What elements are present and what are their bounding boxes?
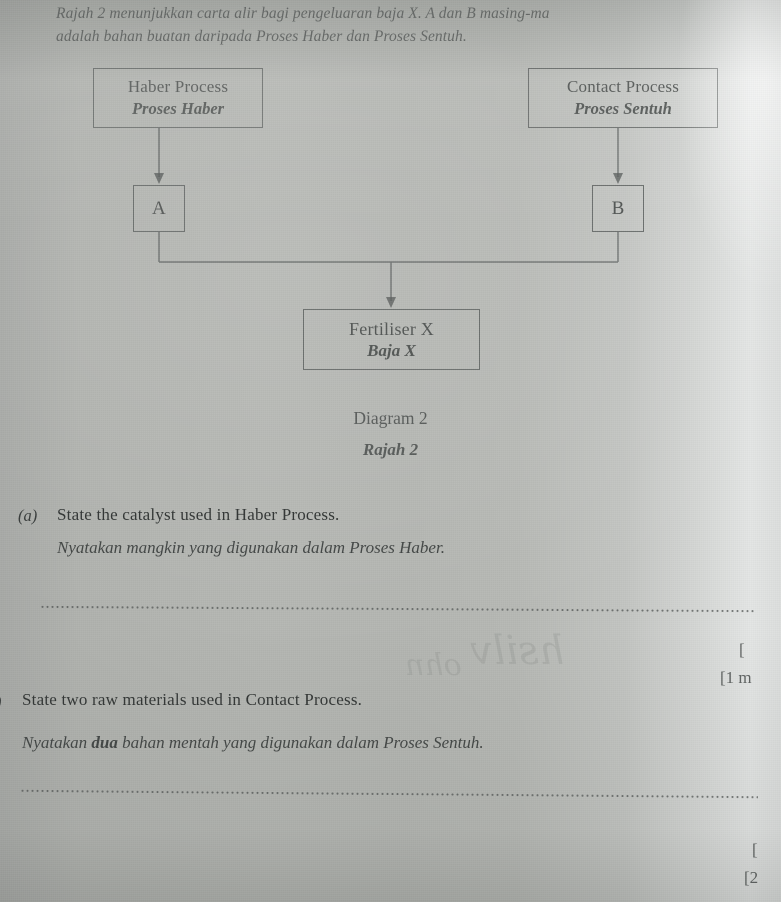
flow-box-contact-process: Contact Process Proses Sentuh (528, 68, 718, 128)
question-b-label: ) (0, 692, 2, 712)
haber-process-label-en: Haber Process (127, 77, 229, 96)
substance-b-label: B (611, 197, 625, 219)
diagram-caption-ms: Rajah 2 (362, 440, 419, 459)
question-b-ms-post: bahan mentah yang digunakan dalam Proses… (117, 733, 484, 752)
question-b-text-en: State two raw materials used in Contact … (22, 690, 363, 709)
flow-box-substance-a: A (133, 185, 185, 232)
marks-bracket-b-open: [ (752, 840, 758, 859)
intro-line-2: adalah bahan buatan daripada Proses Habe… (56, 25, 467, 48)
question-b-text-ms: Nyatakan dua bahan mentah yang digunakan… (22, 733, 484, 753)
question-a-text-en: State the catalyst used in Haber Process… (57, 505, 340, 524)
diagram-caption-en: Diagram 2 (353, 408, 428, 428)
intro-line-1: Rajah 2 menunjukkan carta alir bagi peng… (56, 2, 550, 25)
contact-process-label-en: Contact Process (566, 77, 680, 96)
marks-b: [2 (744, 868, 759, 887)
flow-box-fertiliser-x: Fertiliser X Baja X (303, 309, 480, 370)
substance-a-label: A (152, 197, 166, 219)
question-a-label: (a) (18, 506, 38, 525)
arrowheads (154, 173, 623, 308)
haber-process-label-ms: Proses Haber (131, 99, 225, 118)
flow-diagram: Haber Process Proses Haber Contact Proce… (93, 68, 718, 459)
marks-a: [1 m (720, 668, 752, 687)
intro-line-2-processes: Proses Haber dan Proses Sentuh. (256, 28, 467, 45)
flow-box-substance-b: B (592, 185, 644, 232)
flow-box-haber-process: Haber Process Proses Haber (93, 68, 263, 128)
fertiliser-label-en: Fertiliser X (349, 318, 434, 339)
intro-line-2-text: adalah bahan buatan daripada (56, 28, 257, 45)
marks-bracket-a-open: [ (739, 640, 745, 659)
intro-line-1-text: Rajah 2 menunjukkan carta alir bagi peng… (56, 5, 550, 22)
fertiliser-label-ms: Baja X (367, 340, 416, 360)
question-b-ms-emphasis: dua (91, 733, 118, 752)
question-b-ms-pre: Nyatakan (22, 733, 92, 752)
contact-process-label-ms: Proses Sentuh (574, 99, 672, 118)
question-a-text-ms: Nyatakan mangkin yang digunakan dalam Pr… (57, 538, 445, 557)
